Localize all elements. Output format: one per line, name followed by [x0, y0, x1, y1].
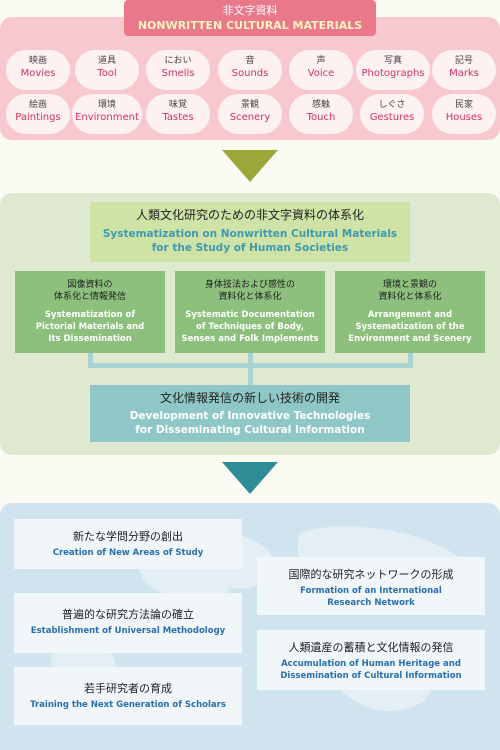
group-label-en-line2: of Techniques of Body,	[196, 322, 304, 332]
nonwritten-title-en: NONWRITTEN CULTURAL MATERIALS	[137, 19, 363, 32]
group-label-en-line3: Environment and Scenery	[348, 334, 472, 344]
material-item-environment: 環境 Environment	[72, 94, 142, 134]
group-label-en-line2: Pictorial Materials and	[35, 322, 145, 332]
material-item-label-en: Tastes	[162, 112, 194, 123]
group-label-en-line1: Systematic Documentation	[185, 310, 315, 320]
outcome-label-ja: 人類遺産の蓄積と文化情報の発信	[288, 641, 454, 654]
development-title-en-line1: Development of Innovative Technologies	[129, 410, 371, 422]
material-item-label-ja: 感触	[311, 100, 330, 110]
material-item-label-ja: 写真	[383, 56, 402, 66]
material-item-label-en: Smells	[161, 68, 195, 79]
material-item-gestures: しぐさ Gestures	[360, 94, 424, 134]
down-arrow-icon	[222, 462, 278, 494]
material-item-paintings: 絵画 Paintings	[6, 94, 70, 134]
research-group-environment: 環境と景観の 資料化と体系化 Arrangement and Systemati…	[335, 271, 485, 353]
material-item-label-ja: 記号	[454, 56, 473, 66]
material-item-label-en: Gestures	[369, 112, 415, 123]
outcome-label-ja: 新たな学問分野の創出	[73, 530, 183, 543]
outcome-new-areas: 新たな学問分野の創出 Creation of New Areas of Stud…	[14, 519, 242, 569]
group-label-ja-line1: 身体技法および感性の	[204, 280, 295, 290]
outcome-universal-methodology: 普遍的な研究方法論の確立 Establishment of Universal …	[14, 593, 242, 653]
material-item-label-ja: 環境	[97, 100, 116, 110]
material-item-label-en: Marks	[449, 68, 479, 79]
material-item-sounds: 音 Sounds	[218, 50, 282, 90]
outcome-label-ja: 国際的な研究ネットワークの形成	[288, 568, 454, 581]
group-label-en-line2: Systematization of the	[355, 322, 465, 332]
material-item-label-en: Paintings	[15, 112, 61, 123]
outcome-label-en-line2: Dissemination of Cultural Information	[280, 671, 462, 681]
group-label-ja-line2: 資料化と体系化	[378, 292, 442, 302]
material-item-houses: 民家 Houses	[432, 94, 496, 134]
material-item-label-en: Touch	[306, 112, 336, 123]
outcome-label-en-line1: Formation of an International	[300, 586, 442, 596]
material-item-label-ja: におい	[164, 56, 192, 66]
material-item-label-ja: 景観	[240, 100, 259, 110]
outcome-label-en: Creation of New Areas of Study	[52, 548, 204, 558]
connector-line	[408, 353, 413, 365]
material-item-tool: 道具 Tool	[75, 50, 139, 90]
connector-line	[88, 353, 93, 365]
material-item-label-en: Scenery	[229, 112, 271, 123]
outcome-next-generation: 若手研究者の育成 Training the Next Generation of…	[14, 667, 242, 725]
outcome-human-heritage: 人類遺産の蓄積と文化情報の発信 Accumulation of Human He…	[257, 630, 485, 690]
group-label-ja-line2: 資料化と体系化	[218, 292, 282, 302]
group-label-ja-line1: 図像資料の	[67, 280, 113, 290]
material-item-label-ja: 声	[316, 56, 326, 66]
nonwritten-title-ja: 非文字資料	[222, 4, 278, 17]
material-item-scenery: 景観 Scenery	[218, 94, 282, 134]
material-item-marks: 記号 Marks	[432, 50, 496, 90]
outcome-label-ja: 普遍的な研究方法論の確立	[62, 608, 194, 621]
outcome-label-en: Establishment of Universal Methodology	[30, 626, 226, 636]
outcome-label-en-line2: Research Network	[327, 598, 415, 608]
group-label-ja-line2: 体系化と情報発信	[53, 292, 126, 302]
material-item-label-en: Sounds	[231, 68, 269, 79]
research-group-body-techniques: 身体技法および感性の 資料化と体系化 Systematic Documentat…	[175, 271, 325, 353]
material-item-photographs: 写真 Photographs	[356, 50, 430, 90]
outcome-label-en: Training the Next Generation of Scholars	[30, 700, 226, 710]
outcome-label-ja: 若手研究者の育成	[84, 682, 172, 695]
down-arrow-icon	[222, 150, 278, 182]
material-item-label-en: Movies	[20, 68, 56, 79]
material-item-label-en: Tool	[97, 68, 117, 79]
outcome-international-network: 国際的な研究ネットワークの形成 Formation of an Internat…	[257, 557, 485, 615]
material-item-touch: 感触 Touch	[289, 94, 353, 134]
group-label-en-line3: Its Dissemination	[48, 334, 132, 344]
systematization-title-box: 人類文化研究のための非文字資料の体系化 Systematization on N…	[90, 202, 410, 262]
material-item-label-en: Environment	[75, 112, 139, 123]
material-item-label-ja: 民家	[454, 100, 473, 110]
material-item-label-ja: 絵画	[28, 100, 47, 110]
outcome-label-en-line1: Accumulation of Human Heritage and	[281, 659, 461, 669]
material-item-label-ja: 音	[245, 56, 255, 66]
material-item-movies: 映画 Movies	[6, 50, 70, 90]
material-item-label-en: Voice	[307, 68, 335, 79]
development-title-en-line2: for Disseminating Cultural Information	[135, 424, 365, 436]
material-item-label-ja: しぐさ	[378, 100, 406, 110]
material-item-label-ja: 道具	[97, 56, 116, 66]
material-item-label-ja: 映画	[28, 56, 47, 66]
material-item-voice: 声 Voice	[289, 50, 353, 90]
group-label-en-line1: Arrangement and	[367, 310, 453, 320]
connector-line	[88, 363, 413, 368]
group-label-en-line3: Senses and Folk Implements	[181, 334, 319, 344]
systematization-title-en-line1: Systematization on Nonwritten Cultural M…	[102, 228, 398, 240]
material-item-label-en: Houses	[445, 112, 483, 123]
material-item-label-ja: 味覚	[168, 100, 187, 110]
nonwritten-materials-header: 非文字資料 NONWRITTEN CULTURAL MATERIALS	[124, 0, 376, 36]
material-item-tastes: 味覚 Tastes	[146, 94, 210, 134]
material-item-label-en: Photographs	[361, 68, 425, 79]
group-label-ja-line1: 環境と景観の	[382, 280, 437, 290]
material-item-smells: におい Smells	[146, 50, 210, 90]
development-title-ja: 文化情報発信の新しい技術の開発	[159, 391, 340, 405]
development-box: 文化情報発信の新しい技術の開発 Development of Innovativ…	[90, 385, 410, 442]
systematization-title-en-line2: for the Study of Human Societies	[151, 242, 349, 254]
group-label-en-line1: Systematization of	[44, 310, 136, 320]
connector-line	[248, 353, 253, 385]
systematization-title-ja: 人類文化研究のための非文字資料の体系化	[135, 208, 364, 222]
research-group-pictorial: 図像資料の 体系化と情報発信 Systematization of Pictor…	[15, 271, 165, 353]
